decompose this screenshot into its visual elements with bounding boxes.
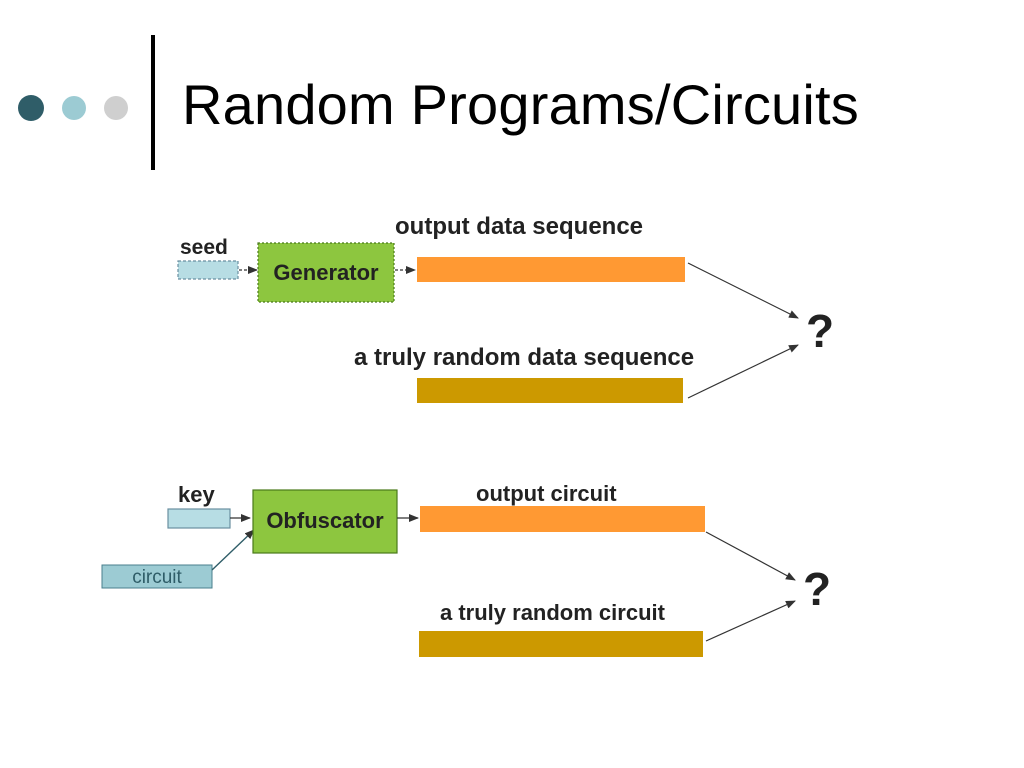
top-diagram: seed Generator output data sequence a tr…	[177, 213, 834, 403]
arrow-random-to-question	[687, 344, 799, 399]
arrow-output-circuit-to-question	[705, 531, 796, 581]
key-box	[167, 508, 231, 529]
obfuscator-label: Obfuscator	[266, 508, 384, 533]
obfuscator-box	[252, 489, 398, 554]
truly-random-circuit-label: a truly random circuit	[440, 600, 666, 625]
random-circuit-bar	[419, 631, 703, 657]
title-divider	[151, 35, 155, 170]
output-data-sequence-label: output data sequence	[395, 213, 643, 240]
key-label: key	[178, 482, 215, 507]
dot-dark	[18, 95, 44, 121]
arrow-random-circuit-to-question	[705, 600, 796, 642]
slide-title: Random Programs/Circuits	[182, 73, 859, 136]
output-data-bar	[417, 257, 685, 282]
seed-label: seed	[180, 236, 228, 259]
dot-light-blue	[62, 96, 86, 120]
seed-box	[177, 260, 239, 280]
circuit-label: circuit	[132, 567, 182, 588]
output-circuit-bar	[420, 506, 705, 532]
generator-box	[257, 242, 395, 303]
generator-label: Generator	[273, 260, 379, 285]
arrow-output-to-question	[687, 262, 799, 319]
dot-grey	[104, 96, 128, 120]
question-mark-top: ?	[806, 305, 834, 357]
question-mark-bottom: ?	[803, 563, 831, 615]
output-circuit-label: output circuit	[476, 481, 617, 506]
bottom-diagram: key circuit Obfuscator output circuit a …	[101, 481, 831, 657]
truly-random-data-label: a truly random data sequence	[354, 344, 694, 371]
circuit-arrow	[211, 529, 255, 571]
circuit-box	[101, 564, 213, 589]
random-data-bar	[417, 378, 683, 403]
